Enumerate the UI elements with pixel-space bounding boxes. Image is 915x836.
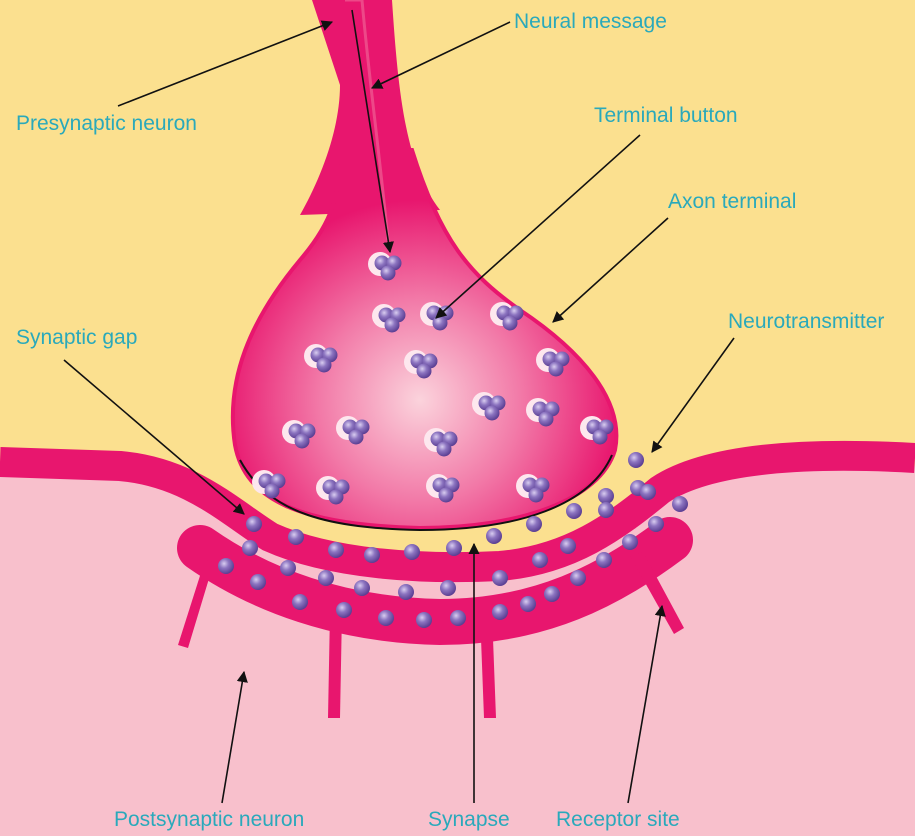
- synaptic-gap-label: Synaptic gap: [16, 326, 137, 350]
- neurotransmitter-dot: [672, 496, 688, 512]
- neurotransmitter-dot: [364, 547, 380, 563]
- receptor-site-label: Receptor site: [556, 808, 680, 832]
- neurotransmitter-dot: [378, 610, 394, 626]
- synapse-label: Synapse: [428, 808, 510, 832]
- neurotransmitter-dot: [628, 452, 644, 468]
- neurotransmitter-dot: [492, 570, 508, 586]
- neurotransmitter-dot: [446, 540, 462, 556]
- neurotransmitter-dot: [492, 604, 508, 620]
- neurotransmitter-dot: [566, 503, 582, 519]
- neurotransmitter-dot: [318, 570, 334, 586]
- neurotransmitter-dot: [218, 558, 234, 574]
- neurotransmitter-dot: [336, 602, 352, 618]
- neurotransmitter-dot: [288, 529, 304, 545]
- neurotransmitter-dot: [440, 580, 456, 596]
- neurotransmitter-dot: [398, 584, 414, 600]
- neural-message-label: Neural message: [514, 10, 667, 34]
- neurotransmitter-dot: [280, 560, 296, 576]
- neurotransmitter-dot: [596, 552, 612, 568]
- neurotransmitter-dot: [598, 502, 614, 518]
- neurotransmitter-dot: [354, 580, 370, 596]
- neurotransmitter-dot: [242, 540, 258, 556]
- neurotransmitter-dot: [544, 586, 560, 602]
- neurotransmitter-dot: [526, 516, 542, 532]
- neurotransmitter-dot: [520, 596, 536, 612]
- neurotransmitter-dot: [404, 544, 420, 560]
- presynaptic-neuron-label: Presynaptic neuron: [16, 112, 197, 136]
- terminal-button-label: Terminal button: [594, 104, 738, 128]
- neurotransmitter-dot: [648, 516, 664, 532]
- neurotransmitter-dot: [532, 552, 548, 568]
- neurotransmitter-dot: [486, 528, 502, 544]
- neurotransmitter-dot: [640, 484, 656, 500]
- neurotransmitter-dot: [246, 516, 262, 532]
- postsynaptic-neuron-label: Postsynaptic neuron: [114, 808, 304, 832]
- neurotransmitter-dot: [622, 534, 638, 550]
- neurotransmitter-dot: [560, 538, 576, 554]
- neurotransmitter-dot: [598, 488, 614, 504]
- neurotransmitter-dot: [292, 594, 308, 610]
- neurotransmitter-label: Neurotransmitter: [728, 310, 884, 334]
- neurotransmitter-dot: [328, 542, 344, 558]
- neurotransmitter-dot: [570, 570, 586, 586]
- axon-terminal-label: Axon terminal: [668, 190, 796, 214]
- neurotransmitter-dot: [416, 612, 432, 628]
- neurotransmitter-dot: [450, 610, 466, 626]
- neurotransmitter-dot: [250, 574, 266, 590]
